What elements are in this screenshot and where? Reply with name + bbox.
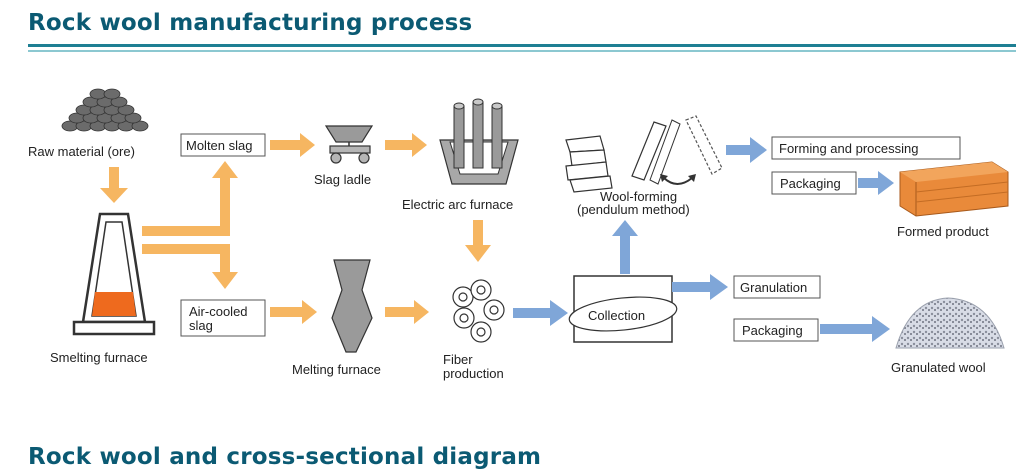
packaging-top-box [771, 171, 857, 195]
arrow-slag-to-ladle [270, 133, 315, 157]
title-rule-light [28, 50, 1016, 52]
melting-furnace-icon [331, 259, 373, 353]
air-cooled-slag-box [180, 299, 266, 337]
smelting-furnace-label: Smelting furnace [50, 350, 148, 365]
molten-slag-box [180, 133, 266, 157]
process-diagram: Raw material (ore) Smelting furnace Molt… [28, 88, 1009, 381]
packaging-bottom-box [733, 318, 819, 342]
collection-icon [568, 275, 678, 343]
page-title: Rock wool manufacturing process [28, 10, 473, 36]
arrow-collection-to-forming [612, 220, 638, 274]
collection-label: Collection [588, 308, 645, 323]
raw-material-label: Raw material (ore) [28, 144, 135, 159]
packaging-top-label: Packaging [780, 176, 841, 191]
smelting-furnace-icon [72, 212, 156, 336]
packaging-bottom-label: Packaging [742, 323, 803, 338]
granulation-box [733, 275, 821, 299]
arrow-melting-to-fiber [385, 300, 429, 324]
formed-product-label: Formed product [897, 224, 989, 239]
air-cooled-label-1: Air-cooled [189, 304, 248, 319]
arrow-eaf-to-fiber [465, 220, 491, 262]
arrow-ore-to-furnace [100, 167, 128, 203]
arrow-packaging-to-product [858, 171, 894, 195]
air-cooled-label-2: slag [189, 318, 213, 333]
forming-processing-label: Forming and processing [779, 141, 918, 156]
arrow-forming-to-processing [726, 137, 767, 163]
forming-processing-box [771, 136, 961, 160]
arrow-aircooled-to-melting [270, 300, 317, 324]
arrow-furnace-branches [142, 161, 238, 289]
wool-forming-icon [565, 115, 723, 193]
wool-forming-label-2: (pendulum method) [577, 202, 690, 217]
molten-slag-label: Molten slag [186, 138, 252, 153]
title-rule [28, 44, 1016, 47]
slag-ladle-icon [324, 125, 374, 164]
electric-arc-furnace-icon [439, 98, 519, 185]
melting-furnace-label: Melting furnace [292, 362, 381, 377]
wool-forming-label-1: Wool-forming [600, 189, 677, 204]
arrow-packaging-to-granulated [820, 316, 890, 342]
arrow-collection-to-granulation [672, 274, 728, 300]
granulation-label: Granulation [740, 280, 807, 295]
arrow-fiber-to-collection [513, 300, 568, 326]
fiber-production-icon [452, 279, 505, 343]
fiber-label-1: Fiber [443, 352, 473, 367]
ore-pile-icon [61, 88, 149, 132]
section-title: Rock wool and cross-sectional diagram [28, 444, 542, 470]
fiber-label-2: production [443, 366, 504, 381]
granulated-wool-label: Granulated wool [891, 360, 986, 375]
arrow-ladle-to-eaf [385, 133, 427, 157]
slag-ladle-label: Slag ladle [314, 172, 371, 187]
granulated-wool-icon [895, 297, 1005, 349]
electric-arc-furnace-label: Electric arc furnace [402, 197, 513, 212]
formed-product-icon [899, 161, 1009, 217]
